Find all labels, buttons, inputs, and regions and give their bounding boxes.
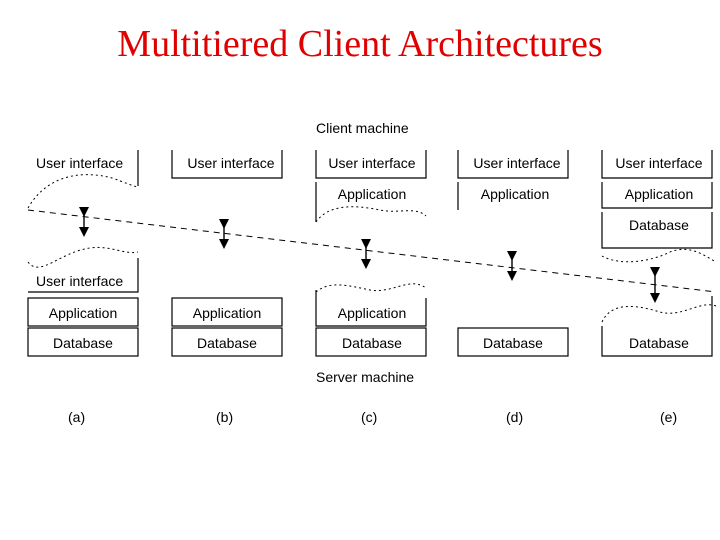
caption-b: (b) (216, 409, 234, 425)
box-label-b-database: Database (197, 335, 257, 351)
box-label-e-client-db: Database (629, 217, 689, 233)
box-label-a-application: Application (48, 305, 118, 321)
box-b-database (171, 327, 283, 357)
wave-e-lower (601, 304, 717, 323)
network-boundary-line (27, 209, 717, 293)
box-a-server-ui (28, 258, 139, 293)
box-label-d-database: Database (483, 335, 543, 351)
box-label-e-client-app: Application (624, 186, 694, 202)
wave-e-upper (601, 248, 717, 263)
box-label-d-client-app: Application (480, 186, 550, 202)
box-label-b-client-ui: User interface (187, 155, 275, 171)
box-c-database (315, 327, 427, 357)
column-e (601, 150, 717, 357)
box-label-c-client-ui: User interface (328, 155, 416, 171)
wave-a-lower (27, 246, 139, 268)
wave-a-upper (27, 174, 139, 209)
column-c (315, 150, 427, 357)
box-e-client-ui (601, 150, 713, 179)
box-label-c-database: Database (342, 335, 402, 351)
box-d-client-ui (457, 150, 569, 179)
slide-title: Multitiered Client Architectures (117, 23, 603, 65)
box-label-a-server-ui: User interface (36, 273, 124, 289)
box-e-client-db (601, 212, 713, 249)
box-c-client-ui (315, 150, 427, 179)
box-label-e-client-ui: User interface (615, 155, 703, 171)
column-d (457, 150, 569, 357)
box-b-application (171, 297, 283, 327)
wave-c-lower (315, 283, 427, 293)
box-label-a-database: Database (53, 335, 113, 351)
caption-e: (e) (660, 409, 678, 425)
box-label-b-application: Application (192, 305, 262, 321)
box-e-client-app (601, 182, 713, 209)
box-label-c-client-app: Application (337, 186, 407, 202)
box-a-database (27, 327, 139, 357)
caption-a: (a) (68, 409, 86, 425)
column-b (171, 150, 283, 357)
box-label-d-client-ui: User interface (473, 155, 561, 171)
server-machine-label: Server machine (316, 369, 415, 385)
box-label-a-client-ui: User interface (36, 155, 124, 171)
box-b-client-ui (171, 150, 283, 179)
box-e-server-db (601, 296, 713, 357)
caption-d: (d) (506, 409, 524, 425)
box-label-c-server-app: Application (337, 305, 407, 321)
box-d-database (457, 327, 569, 357)
caption-c: (c) (361, 409, 378, 425)
box-label-e-server-db: Database (629, 335, 689, 351)
box-a-application (27, 297, 139, 327)
column-a (27, 150, 139, 357)
wave-c-upper (315, 206, 427, 223)
box-c-server-app (315, 290, 427, 327)
client-machine-label: Client machine (316, 120, 409, 136)
